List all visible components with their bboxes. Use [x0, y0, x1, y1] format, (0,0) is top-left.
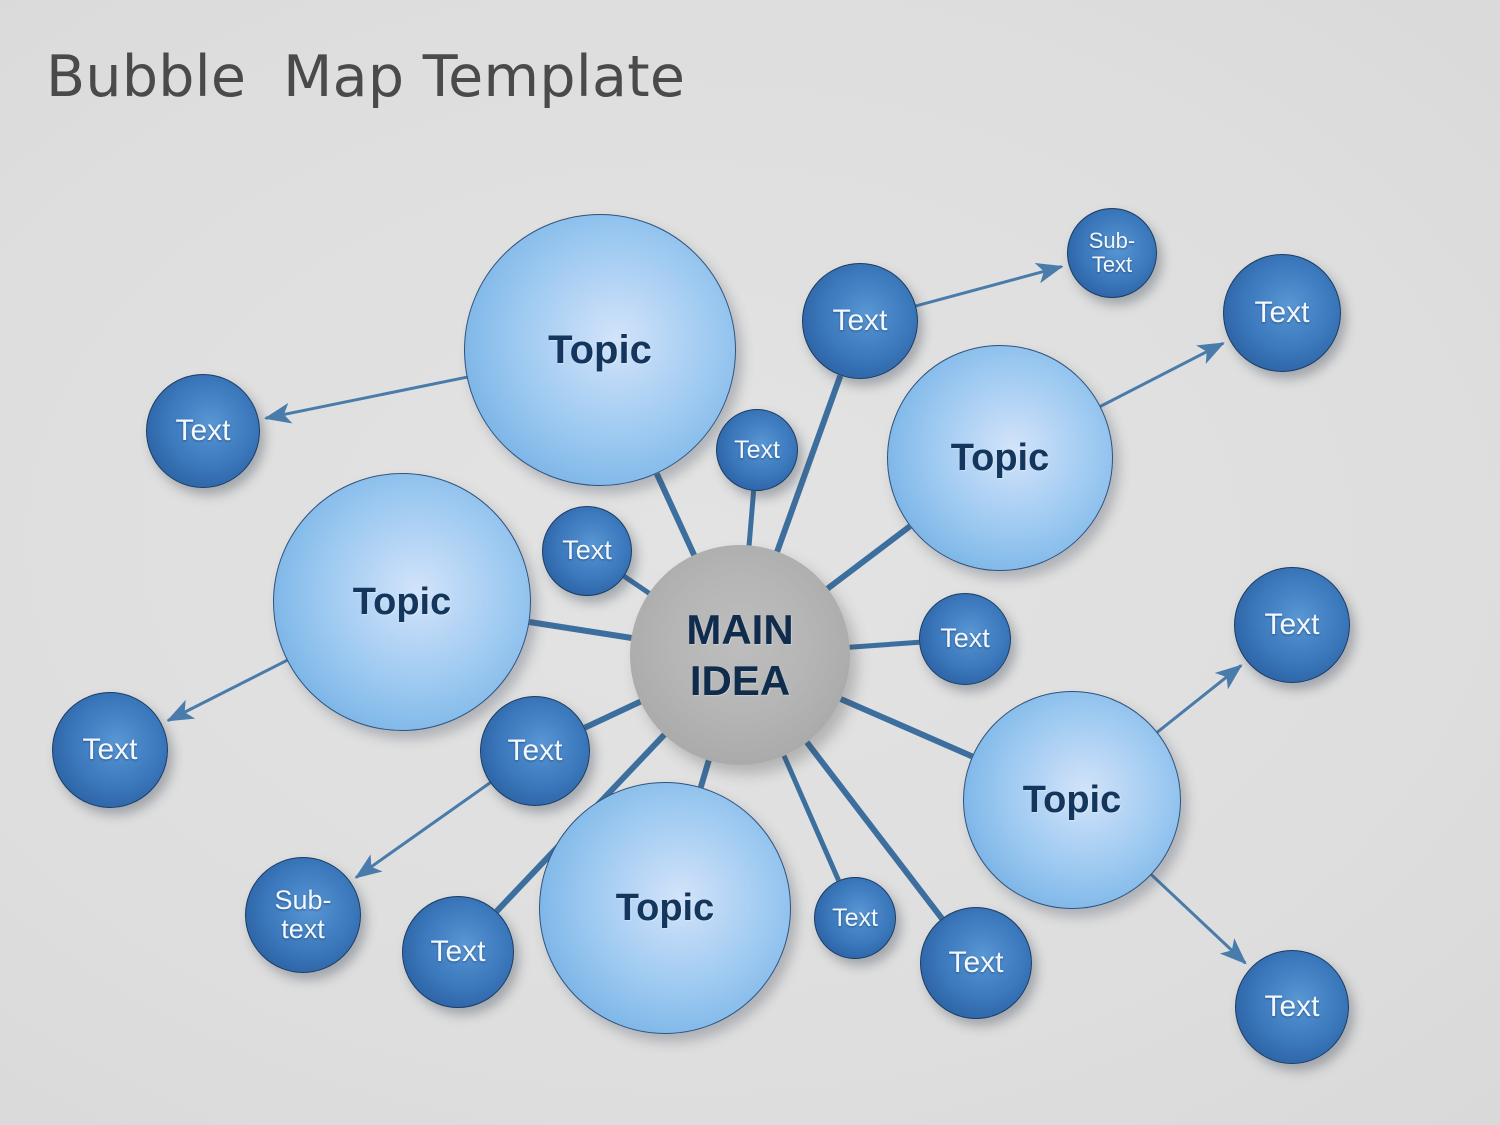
bubble-label-text-mid-left-small: Text	[562, 535, 612, 566]
bubble-label-text-bottom-small: Text	[832, 903, 878, 932]
bubble-label-text-far-left-lower: Text	[82, 732, 138, 766]
bubble-label-text-hub-right: Text	[940, 623, 990, 654]
bubble-label-text-upper-center: Text	[734, 435, 780, 464]
bubble-label-topic-top-left: Topic	[548, 327, 652, 372]
bubble-label-text-bottom-right: Text	[1264, 989, 1320, 1023]
bubble-subtext-bottom-left[interactable]: Sub- text	[245, 857, 361, 973]
bubble-topic-right-upper[interactable]: Topic	[887, 345, 1113, 571]
connector-text-mid-lower-left-to-subtext-bl	[354, 780, 493, 879]
bubble-text-bottom-small[interactable]: Text	[814, 877, 896, 959]
connector-topic-bottom-right-to-text-bottom-right	[1148, 872, 1247, 965]
bubble-text-mid-left-small[interactable]: Text	[542, 506, 632, 596]
bubble-text-mid-lower-left[interactable]: Text	[480, 696, 590, 806]
bubble-text-bottom-center2[interactable]: Text	[920, 907, 1032, 1019]
connector-topic-right-upper-to-text-right-top	[1098, 341, 1225, 409]
bubble-label-text-bottom-left: Text	[430, 934, 486, 968]
bubble-label-topic-left: Topic	[352, 580, 452, 623]
bubble-label-text-top-right: Text	[832, 303, 888, 337]
connector-topic-left-to-text-far-left-lower	[166, 658, 290, 722]
bubble-text-right-mid[interactable]: Text	[1234, 567, 1350, 683]
connector-hub-to-topic-bottom-center	[697, 757, 713, 789]
connector-hub-to-text-mid-lower-left	[583, 698, 644, 731]
bubble-label-text-right-top: Text	[1254, 295, 1310, 329]
bubble-text-upper-center[interactable]: Text	[716, 409, 798, 491]
connector-hub-to-text-hub-right	[847, 639, 920, 650]
connector-hub-to-topic-bottom-right	[837, 695, 974, 760]
connector-hub-to-topic-left	[528, 619, 634, 642]
bubble-label-text-right-mid: Text	[1264, 607, 1320, 641]
bubble-label-text-bottom-center2: Text	[948, 945, 1004, 979]
bubble-text-bottom-left[interactable]: Text	[402, 896, 514, 1008]
bubble-text-top-right[interactable]: Text	[802, 263, 918, 379]
bubble-label-topic-bottom-center: Topic	[615, 886, 715, 929]
bubble-label-topic-right-upper: Topic	[950, 436, 1050, 479]
bubble-text-bottom-right[interactable]: Text	[1235, 950, 1349, 1064]
bubble-topic-top-left[interactable]: Topic	[464, 214, 736, 486]
bubble-topic-bottom-right[interactable]: Topic	[963, 691, 1181, 909]
bubble-topic-left[interactable]: Topic	[273, 473, 531, 731]
page-title: Bubble Map Template	[46, 44, 686, 110]
connector-hub-to-topic-top-left	[654, 472, 698, 559]
bubble-label-topic-bottom-right: Topic	[1022, 778, 1122, 821]
connector-text-top-right-to-subtext	[913, 262, 1064, 308]
bubble-label-hub: MAIN IDEA	[686, 605, 794, 704]
connector-topic-bottom-right-to-text-right-mid	[1154, 664, 1243, 735]
bubble-text-far-left-lower[interactable]: Text	[52, 692, 168, 808]
connector-hub-to-text-mid-left-small	[622, 574, 653, 597]
bubble-label-subtext-top-right: Sub- Text	[1088, 228, 1136, 277]
connector-topic-top-left-to-text-far-left-upper	[263, 375, 470, 424]
bubble-topic-bottom-center[interactable]: Topic	[539, 782, 791, 1034]
connector-hub-to-topic-right-upper	[824, 523, 912, 593]
connector-hub-to-text-bottom-small	[780, 752, 841, 882]
bubble-subtext-top-right[interactable]: Sub- Text	[1067, 208, 1157, 298]
bubble-hub[interactable]: MAIN IDEA	[630, 545, 850, 765]
bubble-text-right-top[interactable]: Text	[1223, 254, 1341, 372]
bubble-label-text-far-left-upper: Text	[175, 413, 231, 447]
bubble-label-subtext-bottom-left: Sub- text	[274, 884, 332, 944]
connector-hub-to-text-upper-center	[746, 490, 757, 548]
bubble-label-text-mid-lower-left: Text	[507, 733, 563, 767]
bubble-text-far-left-upper[interactable]: Text	[146, 374, 260, 488]
bubble-text-hub-right[interactable]: Text	[919, 593, 1011, 685]
